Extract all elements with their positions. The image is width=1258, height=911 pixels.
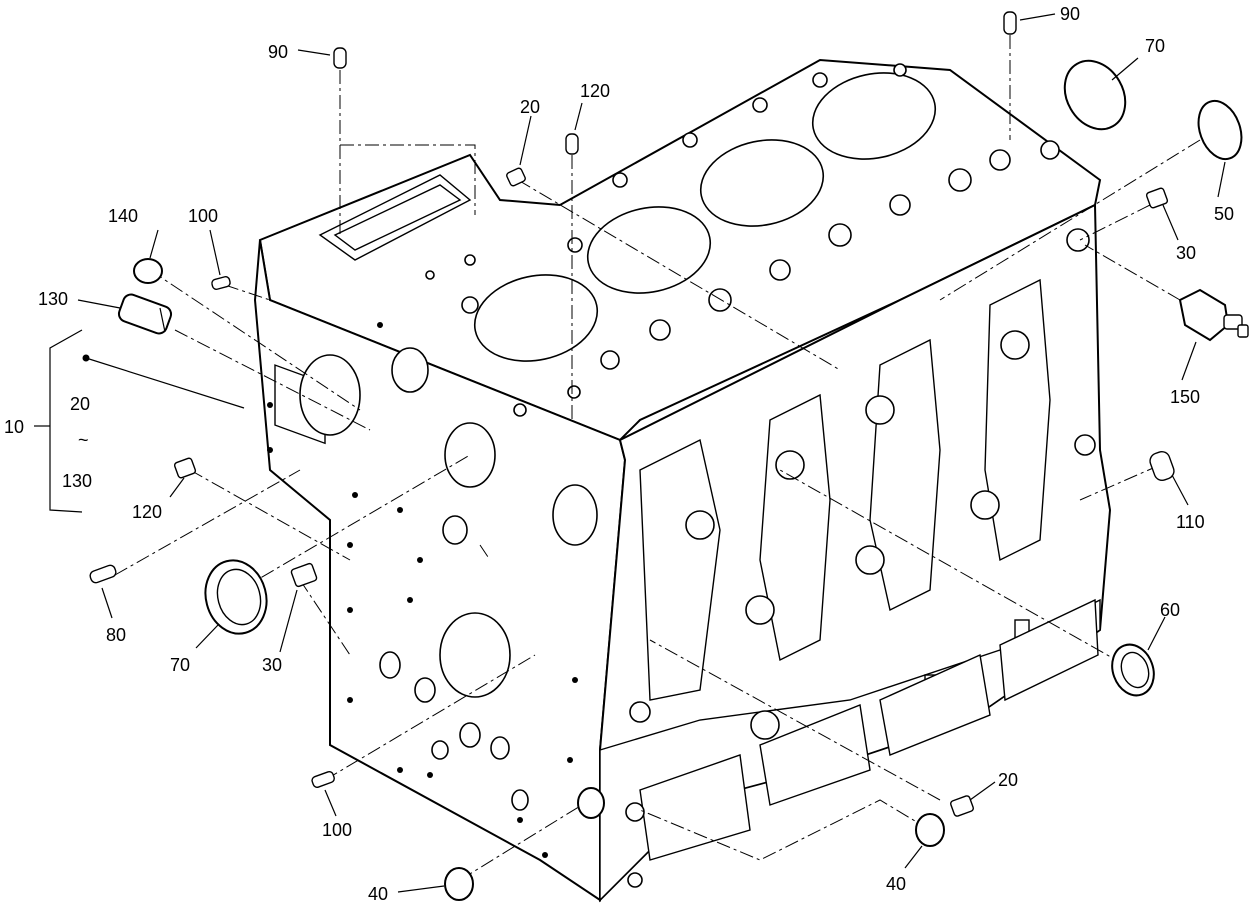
pin-120-top: [565, 133, 579, 155]
callout-20-top: 20: [520, 97, 540, 117]
callout-90-right: 90: [1060, 4, 1080, 24]
callout-40-right: 40: [886, 874, 906, 894]
plug-20-top: [506, 167, 526, 187]
callout-130: 130: [38, 289, 68, 309]
callout-100-bottom: 100: [322, 820, 352, 840]
callout-60: 60: [1160, 600, 1180, 620]
callout-30-right: 30: [1176, 243, 1196, 263]
callout-tilde: ~: [78, 430, 89, 450]
pin-110: [1149, 450, 1175, 482]
callout-120-left: 120: [132, 502, 162, 522]
callout-20-bottom: 20: [998, 770, 1018, 790]
phantom-lines: [114, 35, 1201, 881]
cap-140: [133, 258, 163, 284]
callout-40-left: 40: [368, 884, 388, 904]
callout-100-top: 100: [188, 206, 218, 226]
group-marker-dot: [82, 354, 90, 362]
sensor-150: [1178, 288, 1249, 342]
callout-30-left: 30: [262, 655, 282, 675]
deck-holes: [425, 63, 1060, 417]
callout-150: 150: [1170, 387, 1200, 407]
callout-50: 50: [1214, 204, 1234, 224]
seal-70-left: [204, 559, 268, 635]
pin-80: [89, 564, 117, 584]
callout-110: 110: [1176, 512, 1205, 532]
callout-90-left: 90: [268, 42, 288, 62]
skirt-pockets: [625, 598, 1099, 888]
cap-40-mid: [577, 787, 605, 819]
callout-120-top: 120: [580, 81, 610, 101]
callouts: 90 90 120 20 70 50 30 150 110 60 140 100…: [4, 4, 1234, 904]
callout-80: 80: [106, 625, 126, 645]
crankcase-ribs: [629, 228, 1096, 758]
callout-140: 140: [108, 206, 138, 226]
cap-50: [1197, 99, 1243, 161]
cylinder-block: [253, 58, 1112, 903]
plug-30-left: [290, 562, 318, 588]
pin-90-right: [1003, 11, 1017, 35]
callout-70-left: 70: [170, 655, 190, 675]
pin-100-top: [211, 276, 231, 290]
callout-130-group: 130: [62, 471, 92, 491]
plug-30-right: [1145, 187, 1169, 209]
plug-20-bottom: [950, 795, 974, 817]
valve-130: [117, 293, 173, 335]
leader-lines: [34, 13, 1226, 893]
cap-70-right: [1063, 59, 1127, 131]
callout-20-group: 20: [70, 394, 90, 414]
pin-100-bottom: [311, 770, 335, 788]
seal-60: [1111, 643, 1155, 697]
cap-40-right: [915, 813, 945, 847]
pin-90-left: [333, 47, 347, 69]
plug-120-left: [173, 457, 197, 479]
callout-10: 10: [4, 417, 24, 437]
callout-70-right: 70: [1145, 36, 1165, 56]
cap-40-left: [444, 867, 474, 901]
front-face-holes: [267, 322, 598, 858]
